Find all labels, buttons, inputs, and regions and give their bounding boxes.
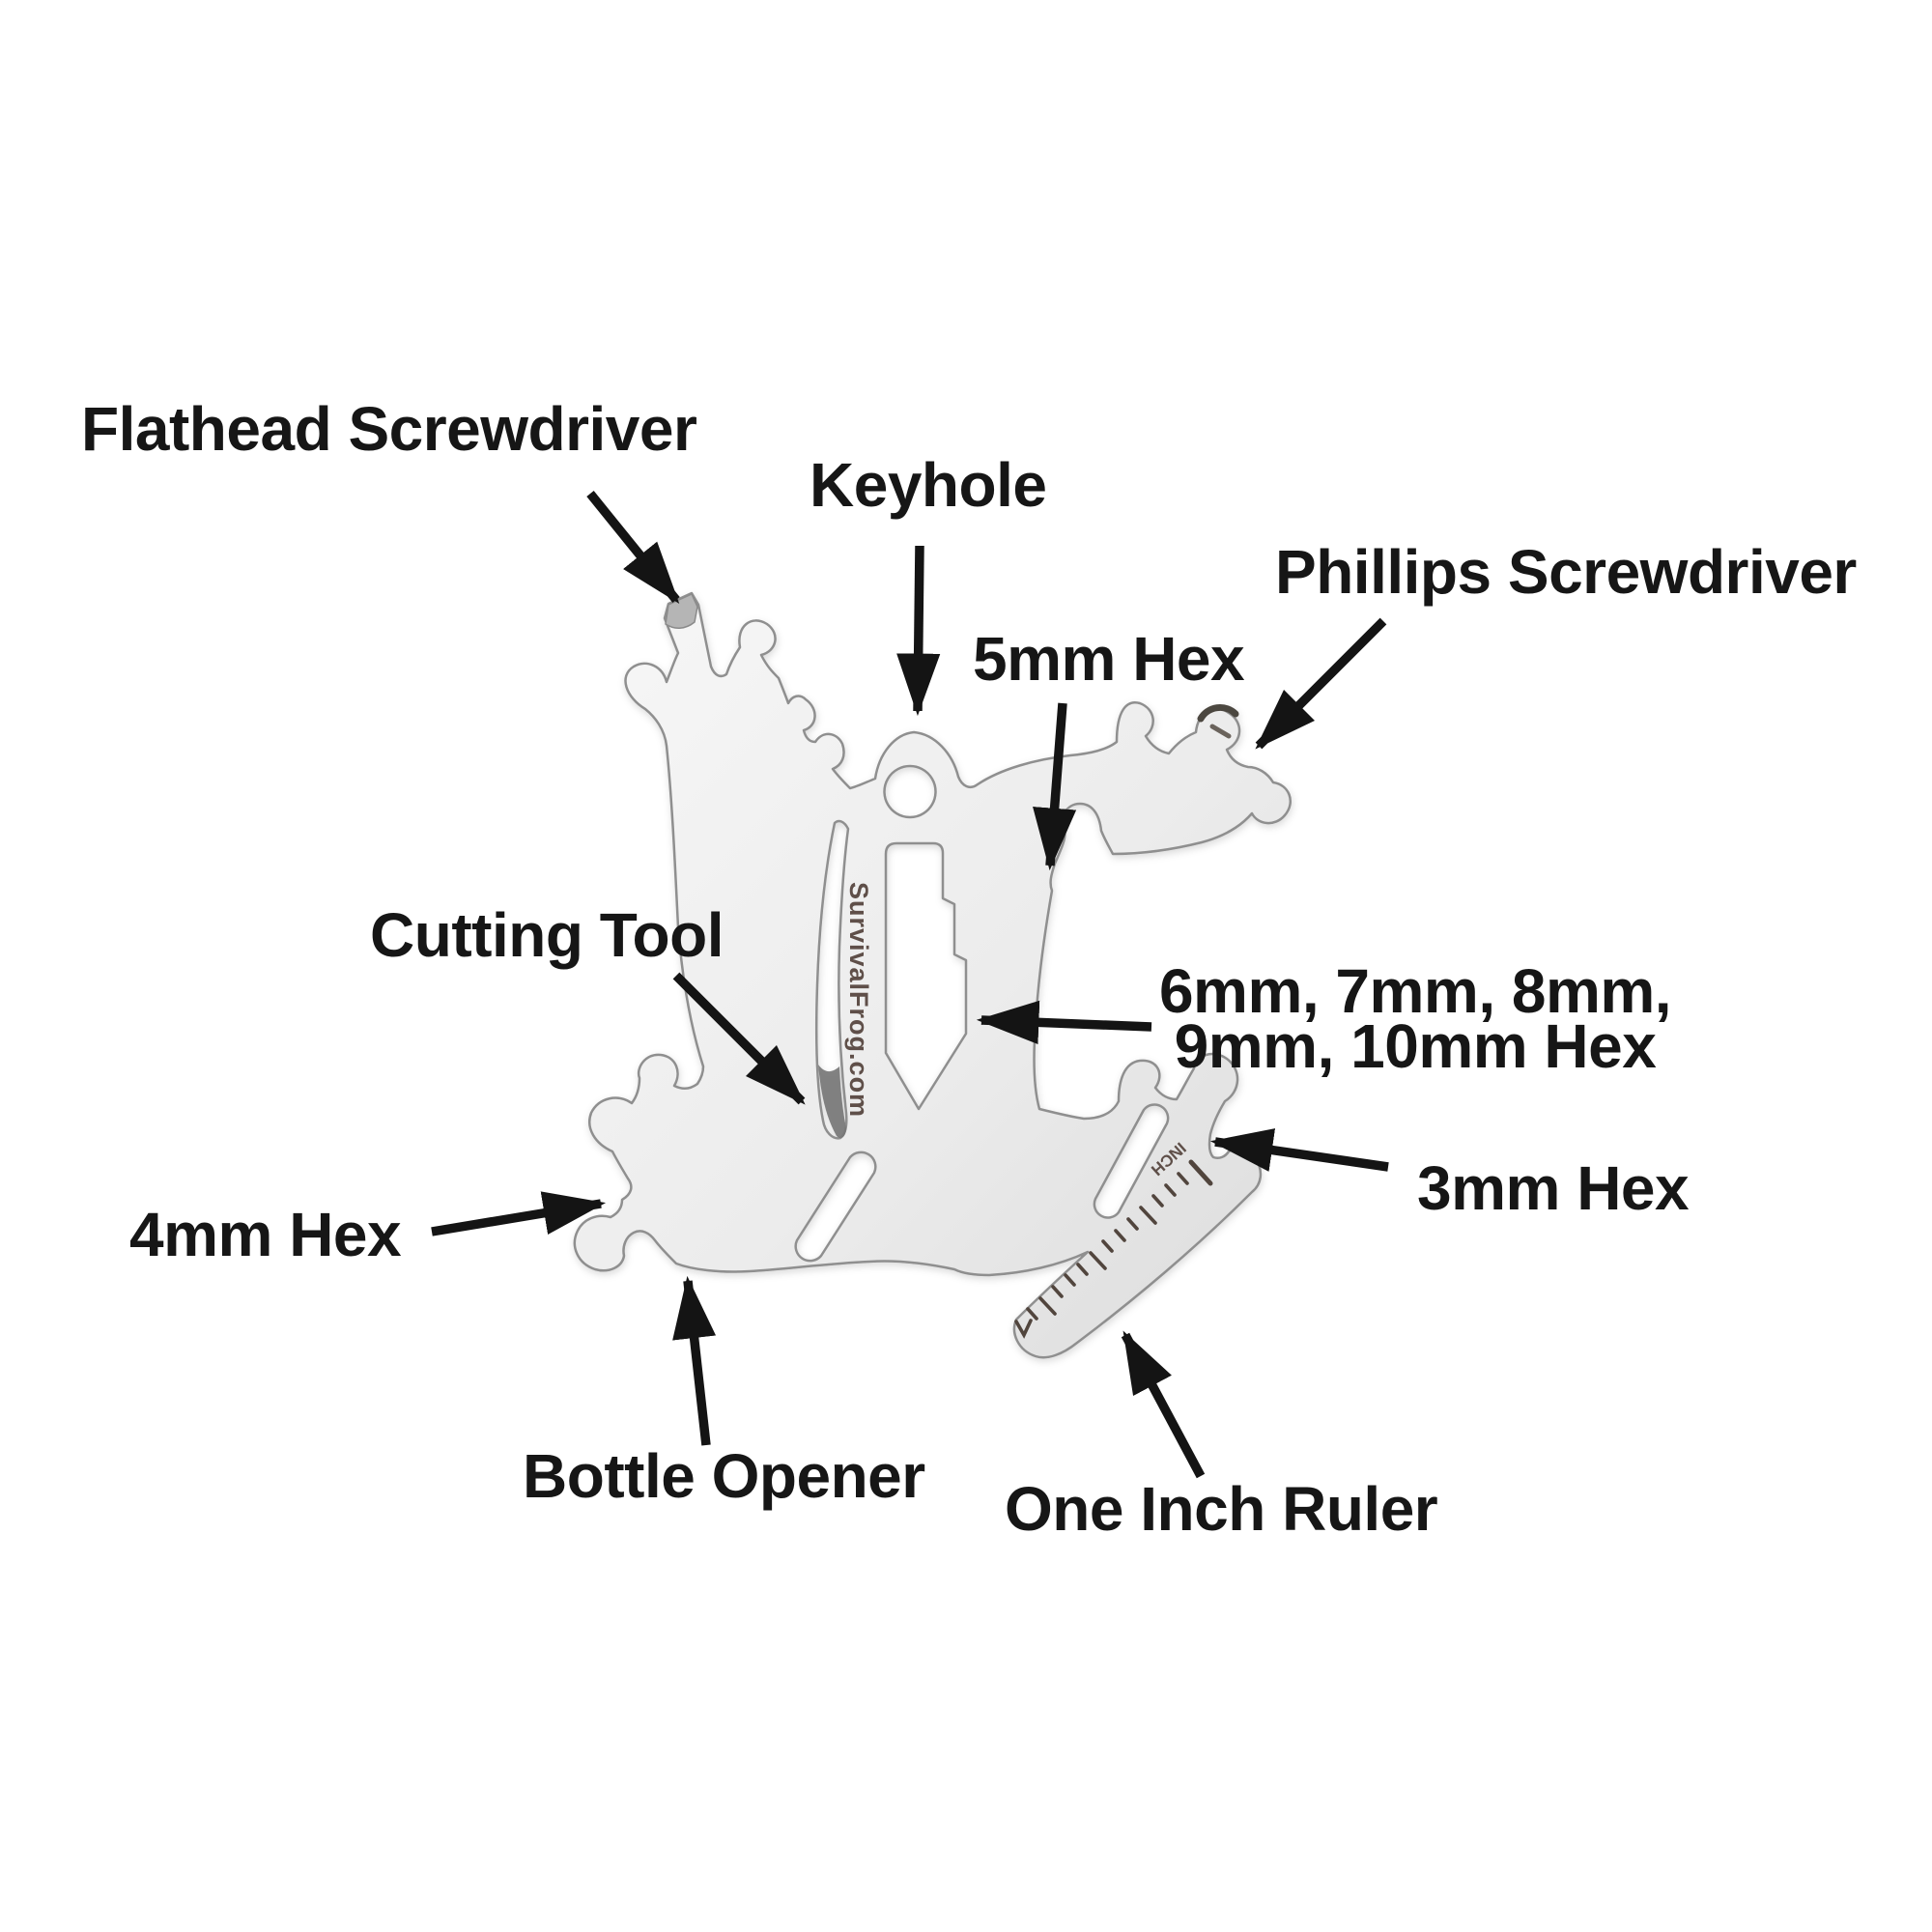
hex-4mm-label: 4mm Hex xyxy=(129,1200,402,1269)
hex-6-10mm-label-line1: 6mm, 7mm, 8mm, xyxy=(1158,956,1672,1026)
phillips-screwdriver-label: Phillips Screwdriver xyxy=(1275,537,1857,607)
hex5-arrow-icon xyxy=(1033,702,1077,871)
phillips-arrow-icon xyxy=(1255,617,1387,750)
hex6-arrow-icon xyxy=(976,1000,1152,1044)
ruler-arrow-icon xyxy=(1121,1330,1206,1479)
ruler-ticks xyxy=(1014,1159,1213,1339)
phillips-tip-notch xyxy=(1209,724,1232,739)
flathead-screwdriver-label: Flathead Screwdriver xyxy=(81,394,697,464)
hex-6-10mm-label: 6mm, 7mm, 8mm, 9mm, 10mm Hex xyxy=(1106,956,1724,1081)
hex-5mm-label: 5mm Hex xyxy=(973,624,1245,694)
cutting-tool-label: Cutting Tool xyxy=(370,900,724,970)
keyhole-arrow-icon xyxy=(896,545,941,717)
hex4-arrow-icon xyxy=(431,1191,607,1236)
keyhole-label: Keyhole xyxy=(810,450,1047,520)
brand-engraving: SurvivalFrog.com xyxy=(844,882,873,1118)
flathead-arrow-icon xyxy=(586,491,680,605)
hex-6-10mm-label-line2: 9mm, 10mm Hex xyxy=(1174,1011,1657,1081)
cutting-notch-shadow xyxy=(818,1065,846,1139)
one-inch-ruler-label: One Inch Ruler xyxy=(1005,1474,1438,1544)
hex-3mm-label: 3mm Hex xyxy=(1417,1153,1690,1223)
phillips-tip-marking xyxy=(1197,704,1239,723)
bottle-arrow-icon xyxy=(672,1275,717,1446)
hex3-arrow-icon xyxy=(1209,1128,1389,1172)
cutting-arrow-icon xyxy=(672,972,806,1105)
bottle-opener-label: Bottle Opener xyxy=(523,1441,925,1511)
